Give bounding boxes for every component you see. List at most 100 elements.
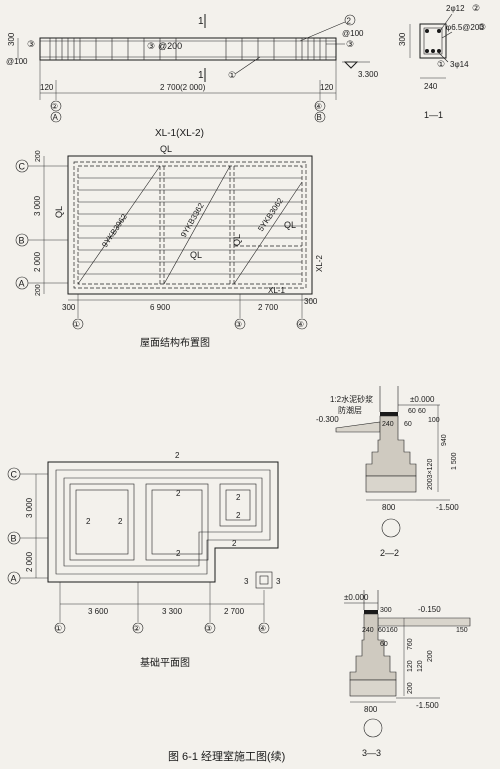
fnd-axis-c: C bbox=[11, 470, 18, 480]
left-mark: ③ bbox=[27, 39, 35, 49]
fnd-sec-e: 2 bbox=[236, 493, 241, 502]
figure-caption: 图 6-1 经理室施工图(续) bbox=[168, 749, 285, 763]
s33-axis-circle bbox=[363, 718, 383, 738]
roof-dim-300-r: 300 bbox=[304, 297, 318, 306]
axis-2: ② bbox=[51, 102, 58, 111]
stirrups bbox=[49, 38, 327, 60]
elev-triangle bbox=[343, 61, 359, 69]
room-2 bbox=[145, 483, 209, 561]
s11-rebar-top: 2φ12 bbox=[446, 4, 465, 13]
roof-axis-3: ③ bbox=[235, 320, 242, 329]
roof-axis-4: ④ bbox=[297, 320, 304, 329]
s22-d1500: 1 500 bbox=[451, 452, 458, 470]
stirrup-mark-right: ③ bbox=[346, 39, 354, 49]
axis-circle-2 bbox=[50, 100, 62, 112]
room-3 bbox=[219, 483, 257, 527]
beam-outline bbox=[39, 37, 337, 61]
fnd-dim-3300: 3 300 bbox=[162, 607, 183, 616]
s33-d60b: 60 bbox=[380, 641, 388, 648]
foundation-outer bbox=[47, 461, 279, 583]
fnd-axis-a: A bbox=[11, 574, 17, 584]
spacing-left: @100 bbox=[6, 57, 28, 66]
s33-width: 800 bbox=[364, 705, 378, 714]
roof-dim-3000: 3 000 bbox=[33, 195, 42, 216]
pier-sec-right: 3 bbox=[276, 577, 281, 586]
ql-inner: QL bbox=[232, 234, 242, 246]
roof-axis-1: ① bbox=[73, 320, 80, 329]
fnd-axis-3: ③ bbox=[205, 624, 212, 633]
roof-dim-200-bot: 200 bbox=[35, 284, 42, 296]
beam-elevation: 1 1 2 ③ @200 ③ @100 @100 ③ ① 300 3.300 1… bbox=[6, 14, 379, 139]
fnd-axis-1: ① bbox=[55, 624, 62, 633]
s22-ground bbox=[335, 421, 381, 433]
s33-d160: 160 bbox=[386, 627, 398, 634]
axis-circle-b bbox=[314, 111, 326, 123]
s11-stirrup: φ6.5@200 bbox=[446, 23, 484, 32]
mark-circle-2 bbox=[344, 14, 356, 26]
section-1-1: 2φ12 ② φ6.5@200 ③ 3φ14 ① 240 300 1—1 bbox=[398, 3, 486, 120]
fnd-sec-c: 2 bbox=[176, 489, 181, 498]
ql-right: QL bbox=[284, 220, 296, 230]
s22-d240: 240 bbox=[382, 421, 394, 428]
roof-dim-2000: 2 000 bbox=[33, 251, 42, 272]
s33-d120a: 120 bbox=[407, 660, 414, 672]
elev-value: 3.300 bbox=[358, 70, 379, 79]
roof-outline bbox=[67, 155, 313, 295]
fnd-axis-2: ② bbox=[133, 624, 140, 633]
slab-label-1: 9YKB3962 bbox=[100, 212, 129, 249]
leader-2 bbox=[299, 21, 346, 42]
s22-d100: 100 bbox=[428, 417, 440, 424]
s11-width: 240 bbox=[424, 82, 438, 91]
axis-a: A bbox=[53, 113, 59, 122]
axis-4: ④ bbox=[315, 102, 322, 111]
section-2-2: 1:2水泥砂浆 防潮层 ±0.000 -0.300 60 60 240 60 1… bbox=[316, 386, 459, 558]
fnd-sec-d: 2 bbox=[176, 549, 181, 558]
s33-d120b: 120 bbox=[417, 660, 424, 672]
axis-circle-4 bbox=[314, 100, 326, 112]
s22-d2003x120: 2003×120 bbox=[427, 459, 434, 490]
ql-left: QL bbox=[54, 206, 64, 218]
s11-mark2: ② bbox=[472, 3, 480, 13]
s33-dpc bbox=[364, 610, 378, 614]
slab-diag-1 bbox=[77, 165, 161, 285]
roof-ql-outer bbox=[73, 161, 307, 289]
s33-base bbox=[349, 679, 397, 697]
s22-elev-ground: -0.300 bbox=[316, 415, 339, 424]
section-1-1-stirrup bbox=[423, 27, 443, 55]
roof-plan: 9YKB3962 9YKB3362 5YKB3062 QL QL QL QL Q… bbox=[15, 144, 324, 349]
s22-dpc bbox=[380, 412, 398, 416]
s11-height: 300 bbox=[398, 32, 407, 46]
axis-circle-a bbox=[50, 111, 62, 123]
dim-left: 120 bbox=[40, 83, 54, 92]
roof-dim-300-l: 300 bbox=[62, 303, 76, 312]
section-mark-top: 1 bbox=[198, 16, 204, 27]
beam-title: XL-1(XL-2) bbox=[155, 128, 204, 139]
fnd-title: 基础平面图 bbox=[140, 656, 190, 669]
roof-axis-a: A bbox=[19, 279, 25, 289]
fnd-dim-3000: 3 000 bbox=[25, 497, 34, 518]
s22-elev-top: ±0.000 bbox=[410, 395, 435, 404]
dim-right: 120 bbox=[320, 83, 334, 92]
s22-d940: 940 bbox=[441, 434, 448, 446]
s33-d200a: 200 bbox=[427, 650, 434, 662]
s33-d240: 240 bbox=[362, 627, 374, 634]
fnd-sec-g: 2 bbox=[232, 539, 237, 548]
mark-2-label: 2 bbox=[347, 17, 352, 26]
s22-width: 800 bbox=[382, 503, 396, 512]
room-1 bbox=[69, 483, 135, 561]
s11-mark3: ③ bbox=[478, 22, 486, 32]
fnd-sec-f: 2 bbox=[236, 511, 241, 520]
fnd-sec-top: 2 bbox=[175, 451, 180, 460]
s22-note1: 1:2水泥砂浆 bbox=[330, 394, 373, 404]
xl1-label: XL-1 bbox=[268, 286, 285, 295]
fnd-dim-2700: 2 700 bbox=[224, 607, 245, 616]
roof-dim-2700: 2 700 bbox=[258, 303, 279, 312]
s11-title: 1—1 bbox=[424, 110, 443, 120]
s22-d60c: 60 bbox=[404, 421, 412, 428]
height-dim: 300 bbox=[7, 32, 16, 46]
fnd-sec-b: 2 bbox=[118, 517, 123, 526]
spacing-right: @100 bbox=[342, 29, 364, 38]
s33-d150: 150 bbox=[456, 627, 468, 634]
foundation-plan: 3 3 2 2 2 2 2 2 2 2 C B A 3 000 2 000 3 … bbox=[7, 451, 281, 669]
